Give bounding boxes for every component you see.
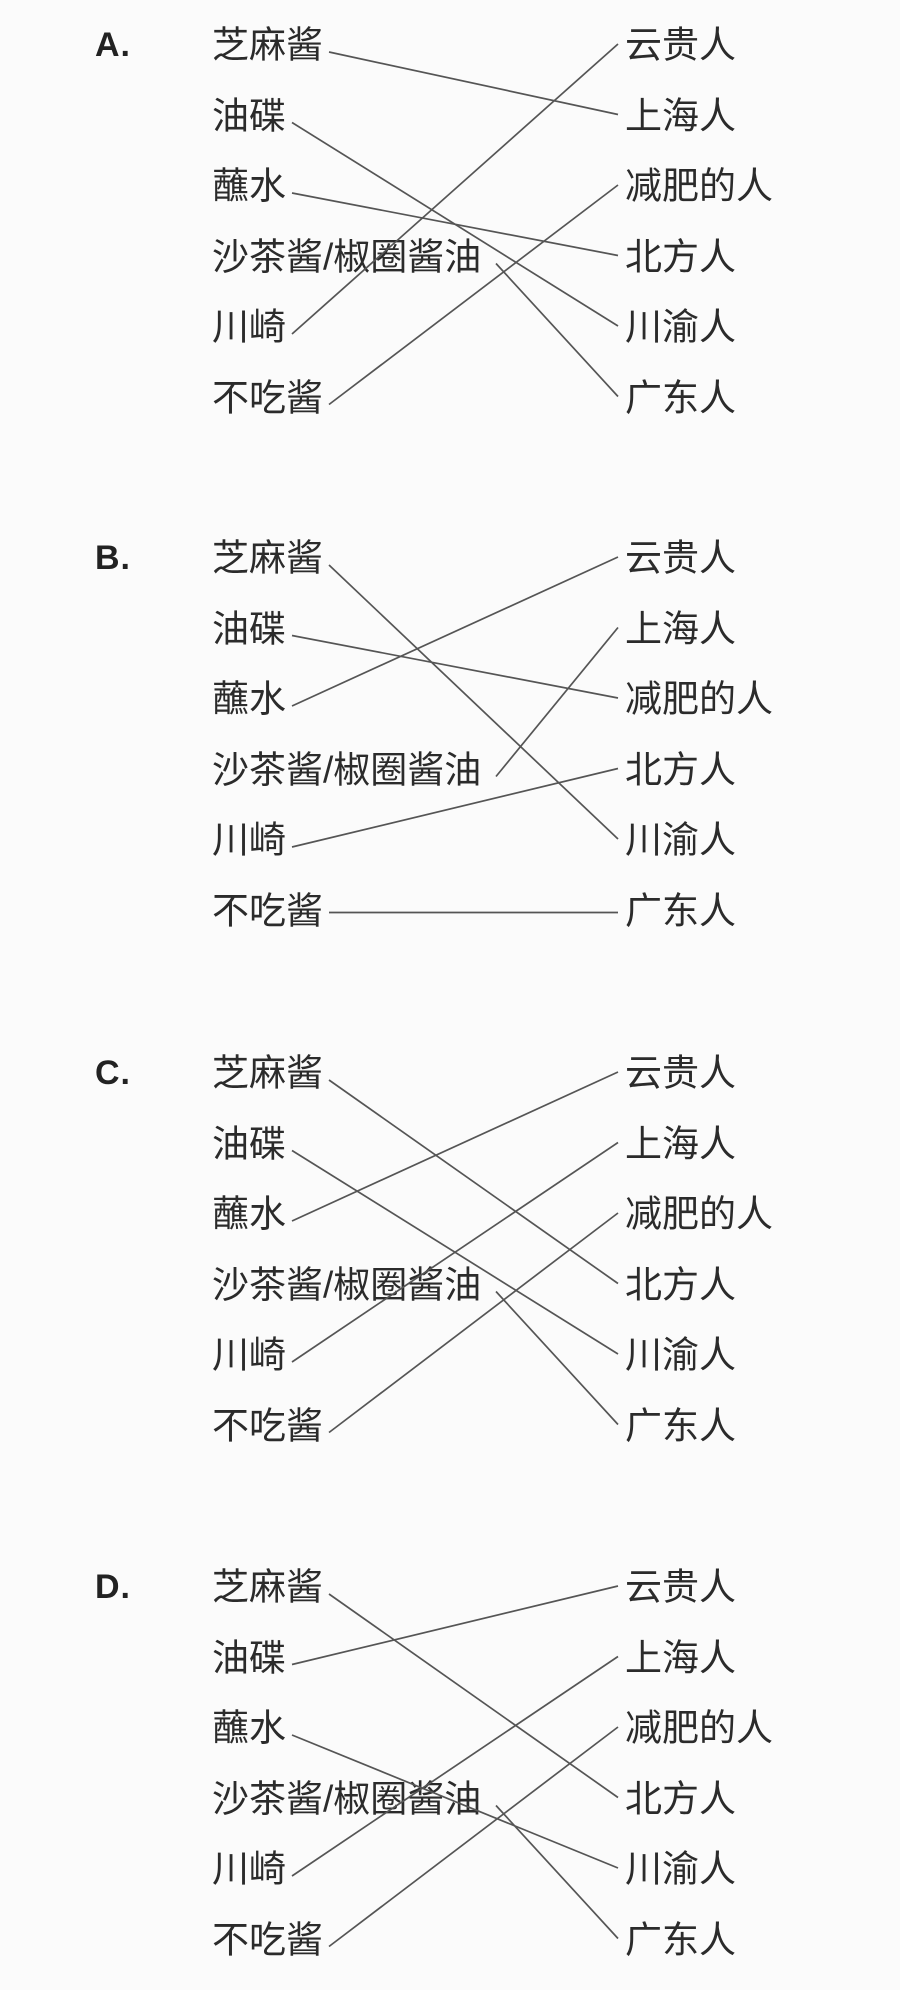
option-C-connection-line-1-4 — [291, 1149, 619, 1355]
option-C-left-item-5: 不吃酱 — [212, 1405, 323, 1446]
option-A-left-item-4: 川崎 — [212, 306, 286, 348]
option-B-connection-line-0-4 — [328, 564, 619, 840]
option-A-connection-line-0-1 — [328, 51, 619, 116]
option-D-right-item-4: 川渝人 — [625, 1848, 736, 1890]
option-A-right-item-3: 北方人 — [625, 236, 736, 277]
option-D-right-item-2: 减肥的人 — [625, 1707, 773, 1749]
option-B-left-item-3: 沙茶酱/椒圈酱油 — [212, 749, 482, 790]
option-D-connection-line-5-2 — [328, 1726, 619, 1948]
option-D-left-item-4: 川崎 — [212, 1848, 286, 1890]
option-C-connection-line-3-5 — [495, 1290, 619, 1426]
option-C-right-item-4: 川渝人 — [625, 1334, 736, 1376]
option-C-connection-line-2-0 — [291, 1071, 619, 1222]
option-A-connection-line-1-4 — [291, 121, 619, 327]
option-B-left-item-2: 蘸水 — [212, 678, 286, 720]
option-A-left-item-5: 不吃酱 — [212, 377, 323, 418]
option-C-right-item-5: 广东人 — [625, 1405, 736, 1446]
option-B-connection-line-1-2 — [291, 634, 619, 699]
option-label-A[interactable]: A. — [95, 26, 131, 64]
option-A-left-item-0: 芝麻酱 — [212, 24, 323, 66]
option-B-right-item-3: 北方人 — [625, 749, 736, 790]
option-C-right-item-0: 云贵人 — [625, 1052, 736, 1094]
option-C-connection-line-0-3 — [328, 1079, 619, 1285]
option-C-left-item-2: 蘸水 — [212, 1193, 286, 1235]
option-label-C[interactable]: C. — [95, 1054, 131, 1092]
option-D-right-item-5: 广东人 — [625, 1919, 736, 1960]
option-B-right-item-0: 云贵人 — [625, 537, 736, 579]
option-C-right-item-3: 北方人 — [625, 1264, 736, 1305]
option-A-connection-line-5-2 — [328, 184, 619, 406]
option-A-connection-line-3-5 — [495, 262, 619, 398]
option-C-left-item-3: 沙茶酱/椒圈酱油 — [212, 1264, 482, 1305]
option-label-B[interactable]: B. — [95, 539, 131, 577]
option-A-right-item-2: 减肥的人 — [625, 165, 773, 207]
option-C-connection-line-4-1 — [291, 1141, 619, 1363]
option-A-right-item-1: 上海人 — [625, 95, 736, 136]
option-D-right-item-1: 上海人 — [625, 1637, 736, 1678]
option-D-connection-line-1-0 — [291, 1585, 619, 1666]
option-A-left-item-1: 油碟 — [212, 95, 286, 136]
option-C-left-item-1: 油碟 — [212, 1123, 286, 1164]
option-B-right-item-4: 川渝人 — [625, 819, 736, 861]
option-B-connection-line-3-1 — [495, 626, 619, 778]
option-C-left-item-4: 川崎 — [212, 1334, 286, 1376]
option-D-connection-line-0-3 — [328, 1593, 619, 1799]
option-C-right-item-1: 上海人 — [625, 1123, 736, 1164]
option-D-connection-line-4-1 — [291, 1655, 619, 1877]
option-B-left-item-5: 不吃酱 — [212, 890, 323, 931]
option-A-right-item-5: 广东人 — [625, 377, 736, 418]
option-B-right-item-2: 减肥的人 — [625, 678, 773, 720]
option-B-left-item-4: 川崎 — [212, 819, 286, 861]
option-C-right-item-2: 减肥的人 — [625, 1193, 773, 1235]
option-D-connection-line-3-5 — [495, 1804, 619, 1940]
option-D-right-item-3: 北方人 — [625, 1778, 736, 1819]
option-D-right-item-0: 云贵人 — [625, 1566, 736, 1608]
option-C-connection-line-5-2 — [328, 1212, 619, 1434]
option-B-left-item-1: 油碟 — [212, 608, 286, 649]
option-label-D[interactable]: D. — [95, 1568, 131, 1606]
option-C-left-item-0: 芝麻酱 — [212, 1052, 323, 1094]
option-A-right-item-0: 云贵人 — [625, 24, 736, 66]
option-D-left-item-5: 不吃酱 — [212, 1919, 323, 1960]
option-A-connection-line-4-0 — [291, 43, 619, 335]
option-B-right-item-1: 上海人 — [625, 608, 736, 649]
option-D-left-item-1: 油碟 — [212, 1637, 286, 1678]
option-D-left-item-3: 沙茶酱/椒圈酱油 — [212, 1778, 482, 1819]
option-B-right-item-5: 广东人 — [625, 890, 736, 931]
option-B-connection-line-2-0 — [291, 556, 619, 707]
option-A-right-item-4: 川渝人 — [625, 306, 736, 348]
option-D-left-item-2: 蘸水 — [212, 1707, 286, 1749]
option-A-left-item-3: 沙茶酱/椒圈酱油 — [212, 236, 482, 277]
option-D-left-item-0: 芝麻酱 — [212, 1566, 323, 1608]
option-A-left-item-2: 蘸水 — [212, 165, 286, 207]
option-B-left-item-0: 芝麻酱 — [212, 537, 323, 579]
